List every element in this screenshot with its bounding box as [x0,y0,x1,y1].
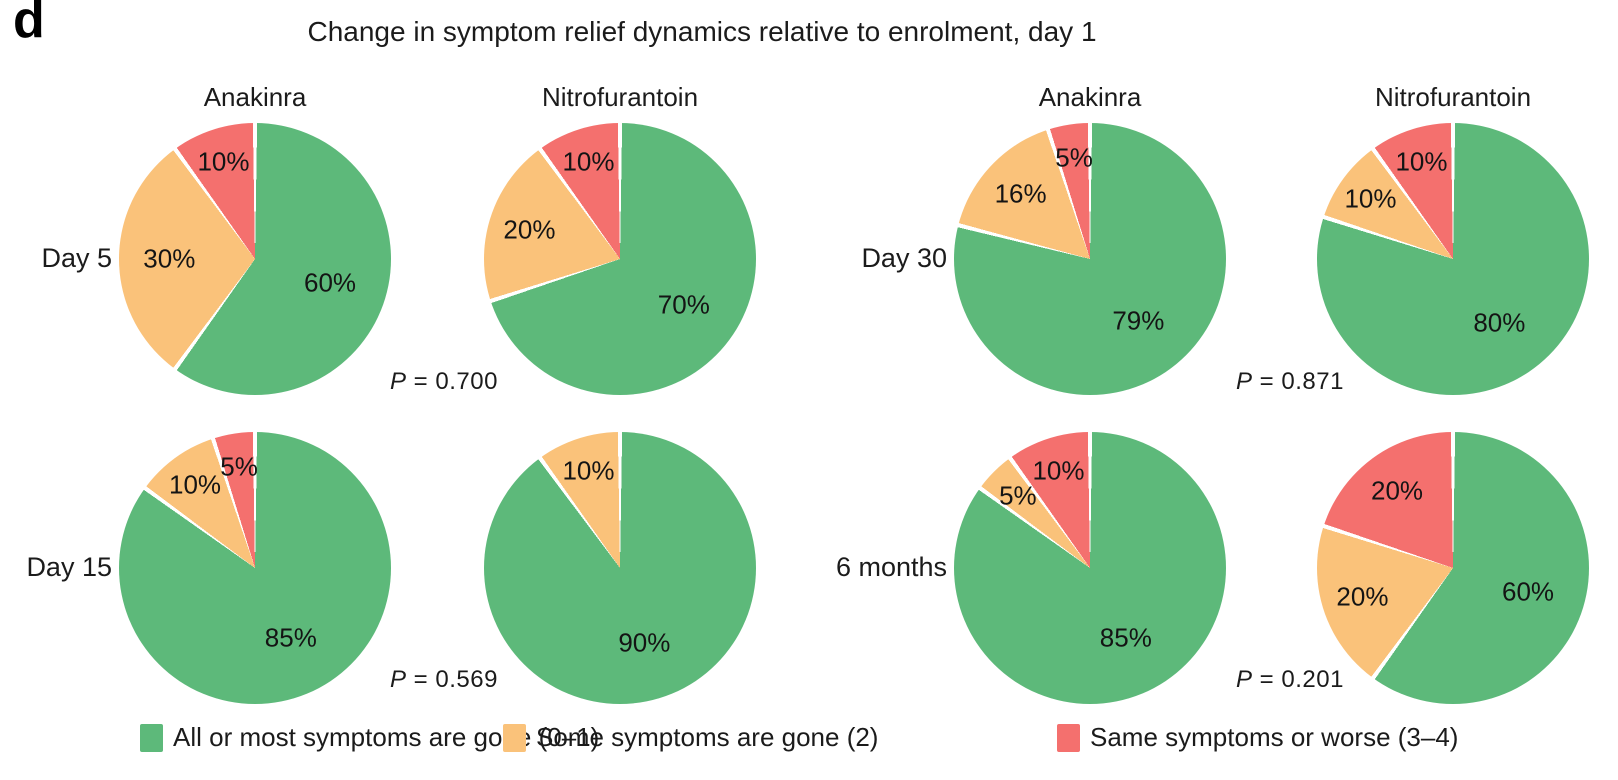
row-label-day-15: Day 15 [26,552,112,582]
column-header-anakinra: Anakinra [203,82,307,112]
legend-label: All or most symptoms are gone (0–1) [173,722,600,752]
slice-label: 10% [1032,455,1085,486]
slice-label: 90% [618,627,671,658]
pie-day-30-nitrofurantoin [1317,123,1589,395]
slice-label: 60% [1501,576,1555,607]
slice-label: 10% [562,455,615,486]
legend-label: Same symptoms or worse (3–4) [1090,722,1459,752]
legend-item-red: Same symptoms or worse (3–4) [1057,722,1458,753]
legend-item-green: All or most symptoms are gone (0–1) [140,722,599,753]
column-header-nitrofurantoin: Nitrofurantoin [1374,82,1532,112]
pie-day-15-nitrofurantoin [484,432,756,704]
slice-label: 79% [1112,305,1165,336]
pie-6-months-nitrofurantoin [1317,432,1589,704]
row-label-day-30: Day 30 [861,243,947,273]
slice-label: 85% [264,622,317,653]
slice-label: 10% [197,146,250,177]
slice-label: 10% [169,469,222,500]
slice-label: 10% [1395,146,1448,177]
panel-label: d [13,0,45,49]
slice-label: 30% [143,243,196,274]
slice-label: 16% [994,178,1047,209]
p-value-label-day-5: P = 0.700 [390,368,498,395]
slice-label: 80% [1473,307,1526,338]
legend-swatch-orange-icon [503,723,526,752]
pie-day-15-anakinra [119,432,391,704]
slice-label: 60% [303,267,357,298]
legend-label: Some symptoms are gone (2) [536,722,879,752]
p-value-label-day-15: P = 0.569 [390,666,498,693]
slice-label: 20% [1336,581,1389,612]
slice-label: 10% [1344,183,1397,214]
pie-day-5-anakinra [119,123,391,395]
row-label-6-months: 6 months [835,552,947,582]
slice-label: 70% [657,289,710,320]
column-header-anakinra: Anakinra [1038,82,1142,112]
pie-6-months-anakinra [954,432,1226,704]
pie-day-5-nitrofurantoin [484,123,756,395]
slice-label: 5% [1055,142,1093,173]
legend-item-orange: Some symptoms are gone (2) [503,722,878,753]
p-value-label-day-30: P = 0.871 [1236,368,1344,395]
slice-label: 20% [503,214,556,245]
figure-title: Change in symptom relief dynamics relati… [307,16,1097,47]
legend-swatch-green-icon [140,723,163,752]
legend-swatch-red-icon [1057,723,1080,752]
slice-label: 20% [1371,475,1424,506]
slice-label: 85% [1099,622,1152,653]
column-header-nitrofurantoin: Nitrofurantoin [541,82,699,112]
p-value-label-6-months: P = 0.201 [1236,666,1344,693]
slice-label: 10% [562,146,615,177]
row-label-day-5: Day 5 [41,243,112,273]
slice-label: 5% [999,480,1037,511]
slice-label: 5% [220,451,258,482]
pie-day-30-anakinra [954,123,1226,395]
